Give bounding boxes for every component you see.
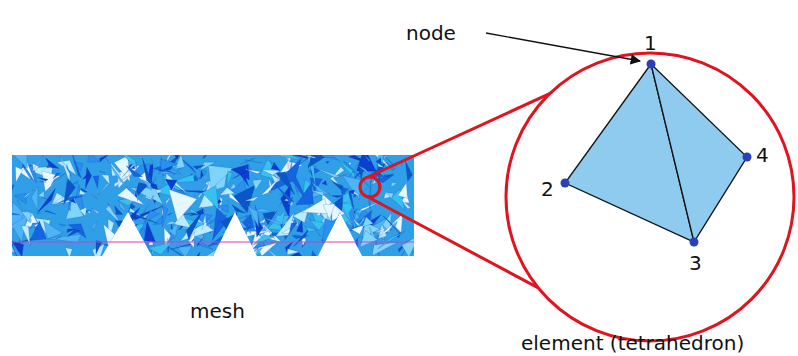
zoom-circle: [506, 53, 794, 341]
mesh-figure: [2, 140, 419, 275]
node-number: 1: [644, 33, 657, 53]
figure-caption: element (tetrahedron): [521, 333, 744, 353]
figure-caption: mesh: [190, 301, 245, 321]
node-number: 2: [541, 179, 554, 199]
cut-line: [12, 242, 414, 243]
node-number: 3: [689, 253, 702, 273]
leader-arrow: [486, 33, 640, 61]
tetrahedron: [561, 60, 752, 247]
callout-label: node: [406, 23, 456, 43]
node-number: 4: [756, 145, 769, 165]
zoom-circle: [360, 177, 380, 197]
